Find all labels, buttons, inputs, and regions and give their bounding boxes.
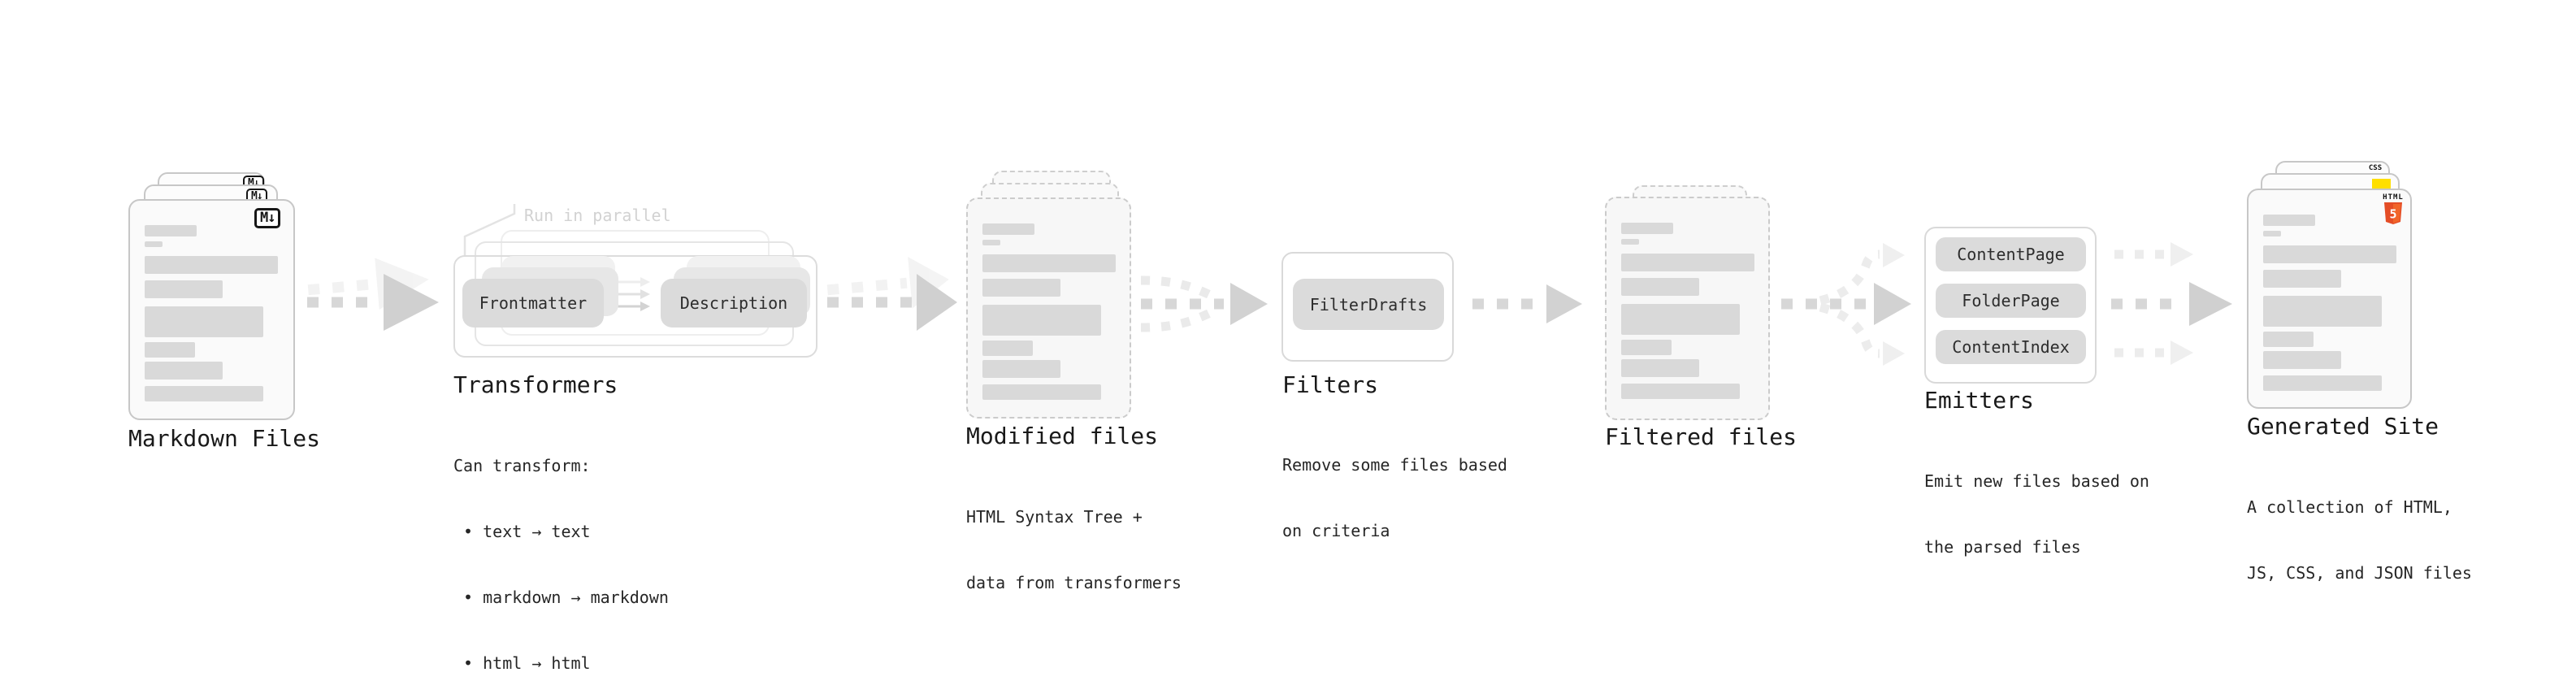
html5-icon: HTML 5 — [2383, 194, 2404, 228]
html5-shield-icon: 5 — [2384, 202, 2402, 224]
frontmatter-pill: Frontmatter — [462, 279, 604, 327]
modified-doc — [966, 197, 1131, 419]
transformers-title: Transformers — [453, 371, 618, 398]
emitters-description-line: Emit new files based on — [1924, 471, 2149, 491]
arrow-triple-to-generated-icon — [2111, 242, 2232, 365]
markdown-doc: M↓ — [128, 199, 295, 420]
filtered-doc — [1605, 197, 1770, 420]
arrow-markdown-to-transformers-icon — [307, 258, 439, 331]
generated-site-description-line: JS, CSS, and JSON files — [2247, 563, 2472, 583]
run-in-parallel-connector — [463, 204, 516, 256]
contentindex-pill: ContentIndex — [1936, 330, 2086, 364]
filterdrafts-pill: FilterDrafts — [1293, 279, 1444, 330]
arrow-filters-to-filtered-icon — [1472, 284, 1582, 323]
filters-description-line: Remove some files based — [1282, 455, 1507, 475]
arrow-merge-to-filters-icon — [1140, 275, 1268, 332]
generated-site-label: Generated Site — [2247, 413, 2439, 440]
filters-description: Remove some files based on criteria — [1282, 410, 1507, 586]
emitters-description-line: the parsed files — [1924, 537, 2081, 557]
filters-description-line: on criteria — [1282, 521, 1390, 540]
filters-title: Filters — [1282, 371, 1379, 398]
markdown-files-label: Markdown Files — [128, 425, 321, 452]
modified-files-description-line: HTML Syntax Tree + — [966, 507, 1143, 527]
description-pill: Description — [661, 279, 807, 327]
html5-word-label: HTML — [2383, 193, 2404, 202]
transformers-bullet: • html → html — [453, 653, 591, 673]
generated-doc: HTML 5 — [2247, 189, 2412, 409]
transformers-description-line: Can transform: — [453, 456, 591, 475]
filtered-files-label: Filtered files — [1605, 423, 1798, 450]
generated-site-description-line: A collection of HTML, — [2247, 497, 2452, 517]
run-in-parallel-annotation: Run in parallel — [524, 206, 671, 225]
css-badge-label: CSS — [2368, 164, 2383, 172]
emitters-title: Emitters — [1924, 387, 2034, 414]
modified-files-description-line: data from transformers — [966, 573, 1182, 592]
transformers-description: Can transform: • text → text • markdown … — [453, 411, 669, 681]
contentpage-pill: ContentPage — [1936, 237, 2086, 271]
transformers-bullet: • text → text — [453, 522, 591, 541]
svg-text:5: 5 — [2389, 207, 2396, 222]
modified-files-label: Modified files — [966, 423, 1159, 449]
folderpage-pill: FolderPage — [1936, 284, 2086, 318]
arrow-transformers-to-modified-icon — [826, 257, 957, 331]
transformer-box-front — [453, 255, 817, 358]
markdown-icon: M↓ — [254, 208, 281, 228]
modified-files-description: HTML Syntax Tree + data from transformer… — [966, 462, 1182, 638]
transformers-bullet: • markdown → markdown — [453, 588, 669, 607]
arrow-split-to-emitters-icon — [1781, 243, 1911, 366]
generated-site-description: A collection of HTML, JS, CSS, and JSON … — [2247, 453, 2472, 628]
emitters-description: Emit new files based on the parsed files — [1924, 427, 2149, 602]
